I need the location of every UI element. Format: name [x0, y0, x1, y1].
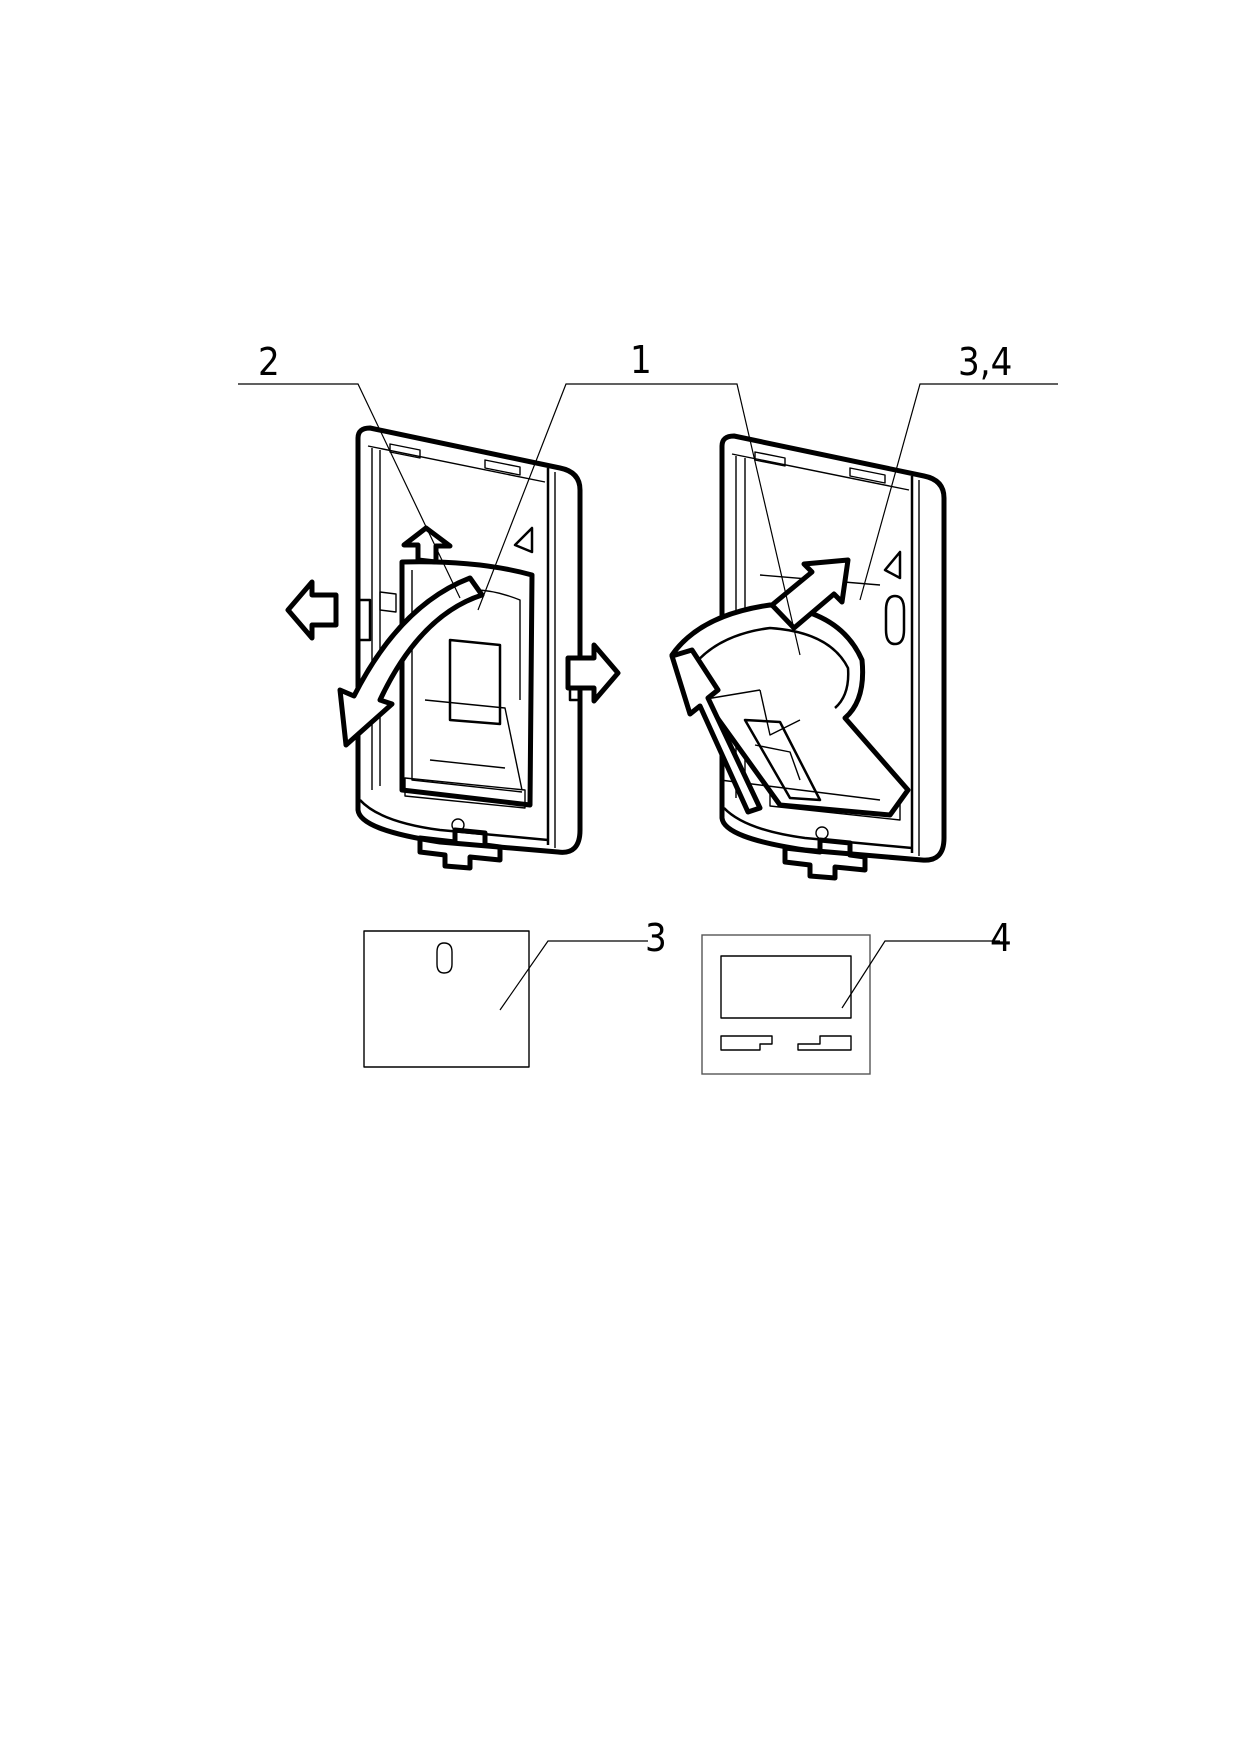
callout-2: 2 — [258, 340, 280, 384]
callout-3-4: 3,4 — [958, 340, 1012, 384]
part-3-back-cover — [363, 930, 648, 1068]
swing-arrow — [337, 575, 485, 748]
part-4-front-panel — [701, 934, 1000, 1075]
left-push-arrow — [285, 579, 339, 641]
front-flap — [669, 602, 911, 818]
tilt-arrow — [669, 647, 763, 815]
top-leaders — [238, 383, 1058, 656]
release-arrow — [401, 525, 453, 565]
callout-4: 4 — [990, 916, 1012, 960]
lift-arrow — [769, 557, 851, 631]
right-push-arrow — [565, 642, 621, 704]
callout-3: 3 — [645, 916, 667, 960]
callout-1: 1 — [630, 338, 652, 382]
